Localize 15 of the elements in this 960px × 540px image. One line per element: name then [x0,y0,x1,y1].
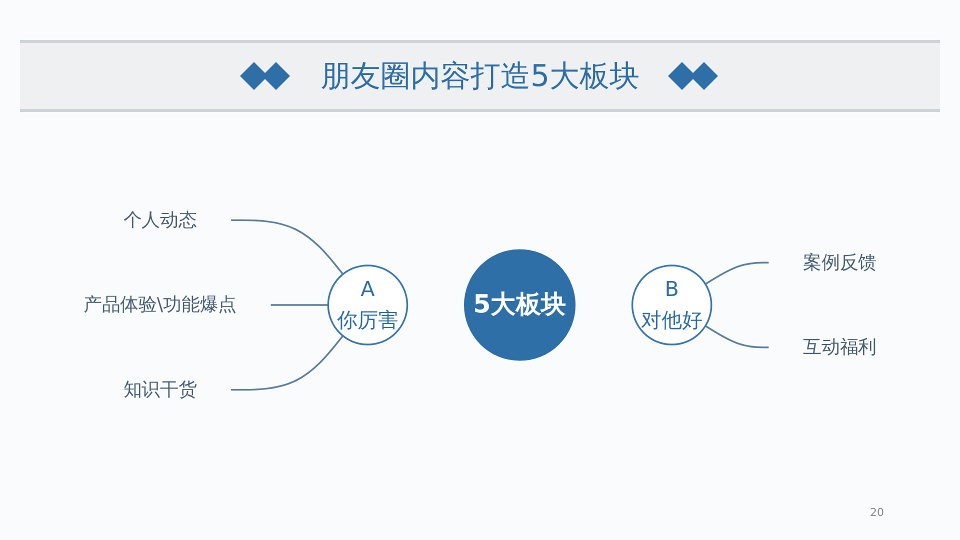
node-text: 产品体验\功能爆点 [84,294,236,316]
connector [704,262,769,285]
node-circle: 5大板块 [464,249,576,361]
node-text: 互动福利 [803,336,876,358]
node-text: 个人动态 [123,208,197,230]
connector [704,325,769,348]
connector [231,219,344,275]
node-circle: B 对他好 [631,264,712,346]
node-circle: A 你厉害 [327,264,408,346]
connector [270,304,328,306]
title: 朋友圈内容打造5大板块 [320,58,640,96]
node-text: 案例反馈 [803,251,876,273]
page-number: 20 [870,506,884,519]
connector [231,335,344,391]
node-text: 知识干货 [123,378,197,400]
